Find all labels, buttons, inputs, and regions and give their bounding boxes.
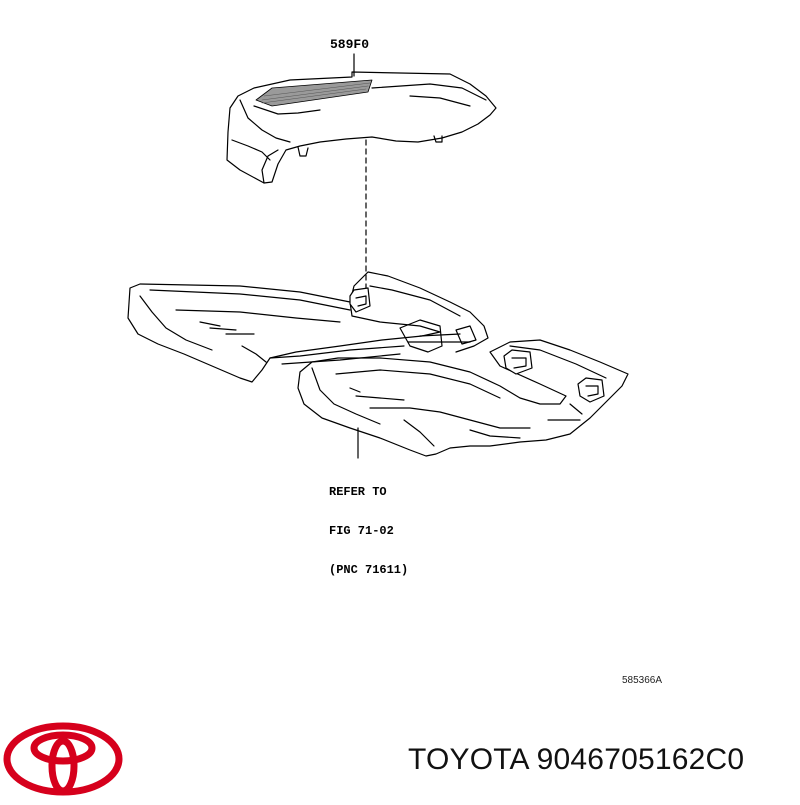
center-rail [281,353,401,365]
center-hardware [407,333,471,343]
seat-belt-buckle [503,349,533,375]
left-cushion-line [175,309,341,323]
cover-tab [297,146,309,157]
right-cushion-outline [297,339,629,457]
part-callout-label: 589F0 [330,37,370,52]
center-hardware [455,325,477,345]
right-cushion-line [369,407,531,429]
reference-line: FIG 71-02 [329,524,394,538]
right-cushion-line [509,345,607,379]
seat-cushion-assembly [127,271,629,457]
cover-outline [226,71,497,184]
toyota-logo-icon [3,722,123,796]
seat-belt-buckle [349,287,371,313]
cover-tab [433,135,443,143]
engine-cover-part [226,71,497,184]
right-cushion-line [403,419,435,447]
left-cushion-line [199,321,255,335]
seat-belt-buckle [577,377,605,403]
right-cushion-line [335,369,501,399]
reference-note: REFER TO FIG 71-02 (PNC 71611) [329,462,408,603]
left-cushion-line [139,295,213,351]
left-cushion-line [149,289,351,311]
seat-belt-buckle [585,385,599,397]
seat-belt-buckle [511,357,527,369]
center-hardware [399,319,443,353]
center-backrest [349,271,489,353]
vent-grille-lines [261,82,371,104]
center-rail [269,345,405,359]
seat-belt-buckle [355,295,367,307]
cover-ridge [253,105,321,115]
cover-ridge [239,99,291,143]
reference-line: REFER TO [329,485,387,499]
cover-ridge [409,95,471,107]
figure-code: 585366A [622,675,663,686]
cover-edge [261,149,279,184]
cover-ridge [371,83,487,101]
brand-part-number: TOYOTA 9046705162C0 [408,743,745,776]
left-cushion-line [241,345,267,363]
left-cushion-outline [127,283,441,383]
right-cushion-line [311,367,381,425]
right-cushion-line [547,403,583,421]
right-cushion-line [349,387,405,401]
reference-line: (PNC 71611) [329,563,409,577]
center-backrest-line [369,285,461,317]
right-cushion-line [469,429,521,439]
cover-ridge [231,139,271,161]
